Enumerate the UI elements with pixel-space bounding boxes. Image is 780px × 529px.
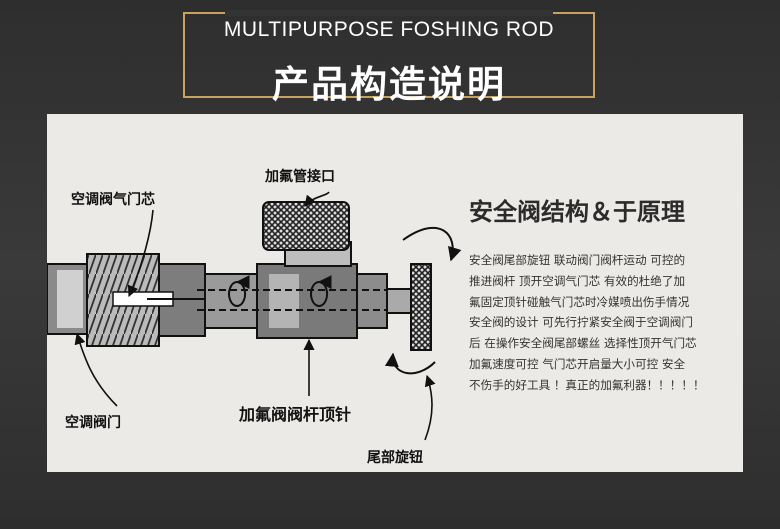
description-line: 氟固定顶针碰触气门芯时冷媒喷出伤手情况	[469, 294, 690, 309]
description-line: 不伤手的好工具 ！真正的加氟利器！！！！！	[469, 377, 705, 392]
description-text: 安全阀尾部旋钮 联动阀门阀杆运动 可控的 推进阀杆 顶开空调气门芯 有效的杜绝了…	[469, 250, 731, 396]
frame-gap	[225, 10, 553, 16]
valve-body-shape	[197, 263, 388, 339]
ac-valve-shape	[47, 253, 267, 347]
header-subtitle: MULTIPURPOSE FOSHING ROD	[223, 18, 555, 41]
valve-diagram	[47, 191, 462, 441]
label-ac-valve-core: 空调阀气门芯	[71, 192, 155, 208]
label-charging-port: 加氟管接口	[265, 169, 335, 185]
description-line: 后 在操作安全阀尾部螺丝 选择性顶开气门芯	[469, 336, 697, 351]
charging-port-shape	[262, 201, 352, 267]
label-valve-stem-pin: 加氟阀阀杆顶针	[239, 405, 352, 424]
description-line: 安全阀尾部旋钮 联动阀门阀杆运动 可控的	[469, 253, 686, 267]
diagram-panel: 加氟管接口 空调阀气门芯 空调阀门 加氟阀阀杆顶针 尾部旋钮 安全阀结构＆于原理…	[47, 114, 743, 472]
label-ac-valve: 空调阀门	[65, 415, 121, 431]
label-arrows	[74, 191, 436, 441]
tail-knob-shape	[384, 226, 462, 375]
description-title: 安全阀结构＆于原理	[469, 198, 685, 226]
description-line: 加氟速度可控 气门芯开启量大小可控 安全	[469, 356, 686, 371]
description-line: 安全阀的设计 可先行拧紧安全阀于空调阀门	[469, 315, 693, 330]
header-frame: MULTIPURPOSE FOSHING ROD 产品构造说明	[183, 10, 595, 106]
description-line: 推进阀杆 顶开空调气门芯 有效的杜绝了加	[469, 273, 686, 288]
label-tail-knob: 尾部旋钮	[367, 450, 423, 466]
header-title: 产品构造说明	[272, 63, 506, 106]
